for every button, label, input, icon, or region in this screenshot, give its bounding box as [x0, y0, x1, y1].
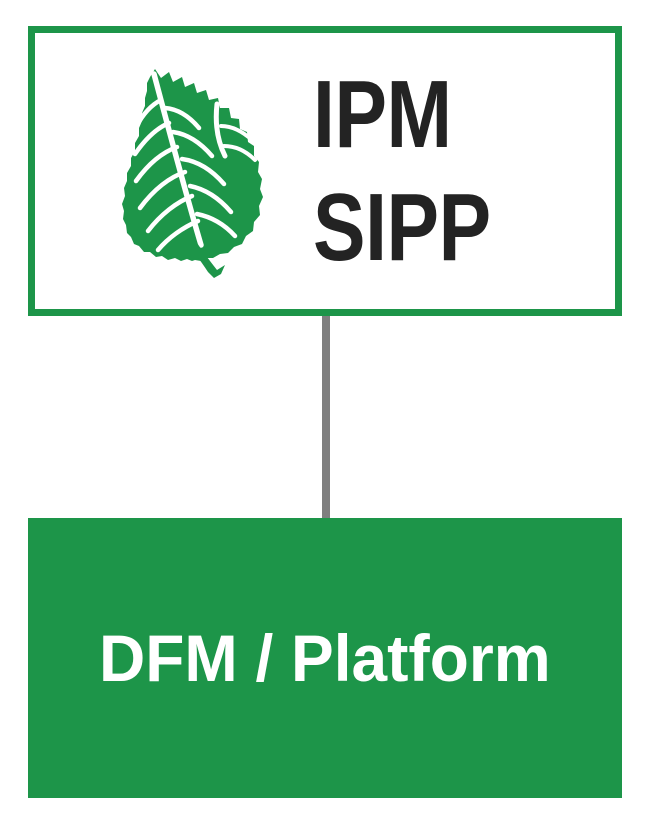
logo-node[interactable]: IPM SIPP — [28, 26, 622, 316]
logo-title-line-1: IPM — [312, 60, 452, 168]
platform-node[interactable]: DFM / Platform — [28, 518, 622, 798]
leaf-icon — [121, 64, 271, 279]
logo-wordmark: IPM SIPP — [313, 58, 530, 285]
connector-line-logo-to-platform — [322, 316, 330, 519]
platform-node-label: DFM / Platform — [99, 621, 551, 695]
logo-title-line-2: SIPP — [312, 174, 491, 281]
